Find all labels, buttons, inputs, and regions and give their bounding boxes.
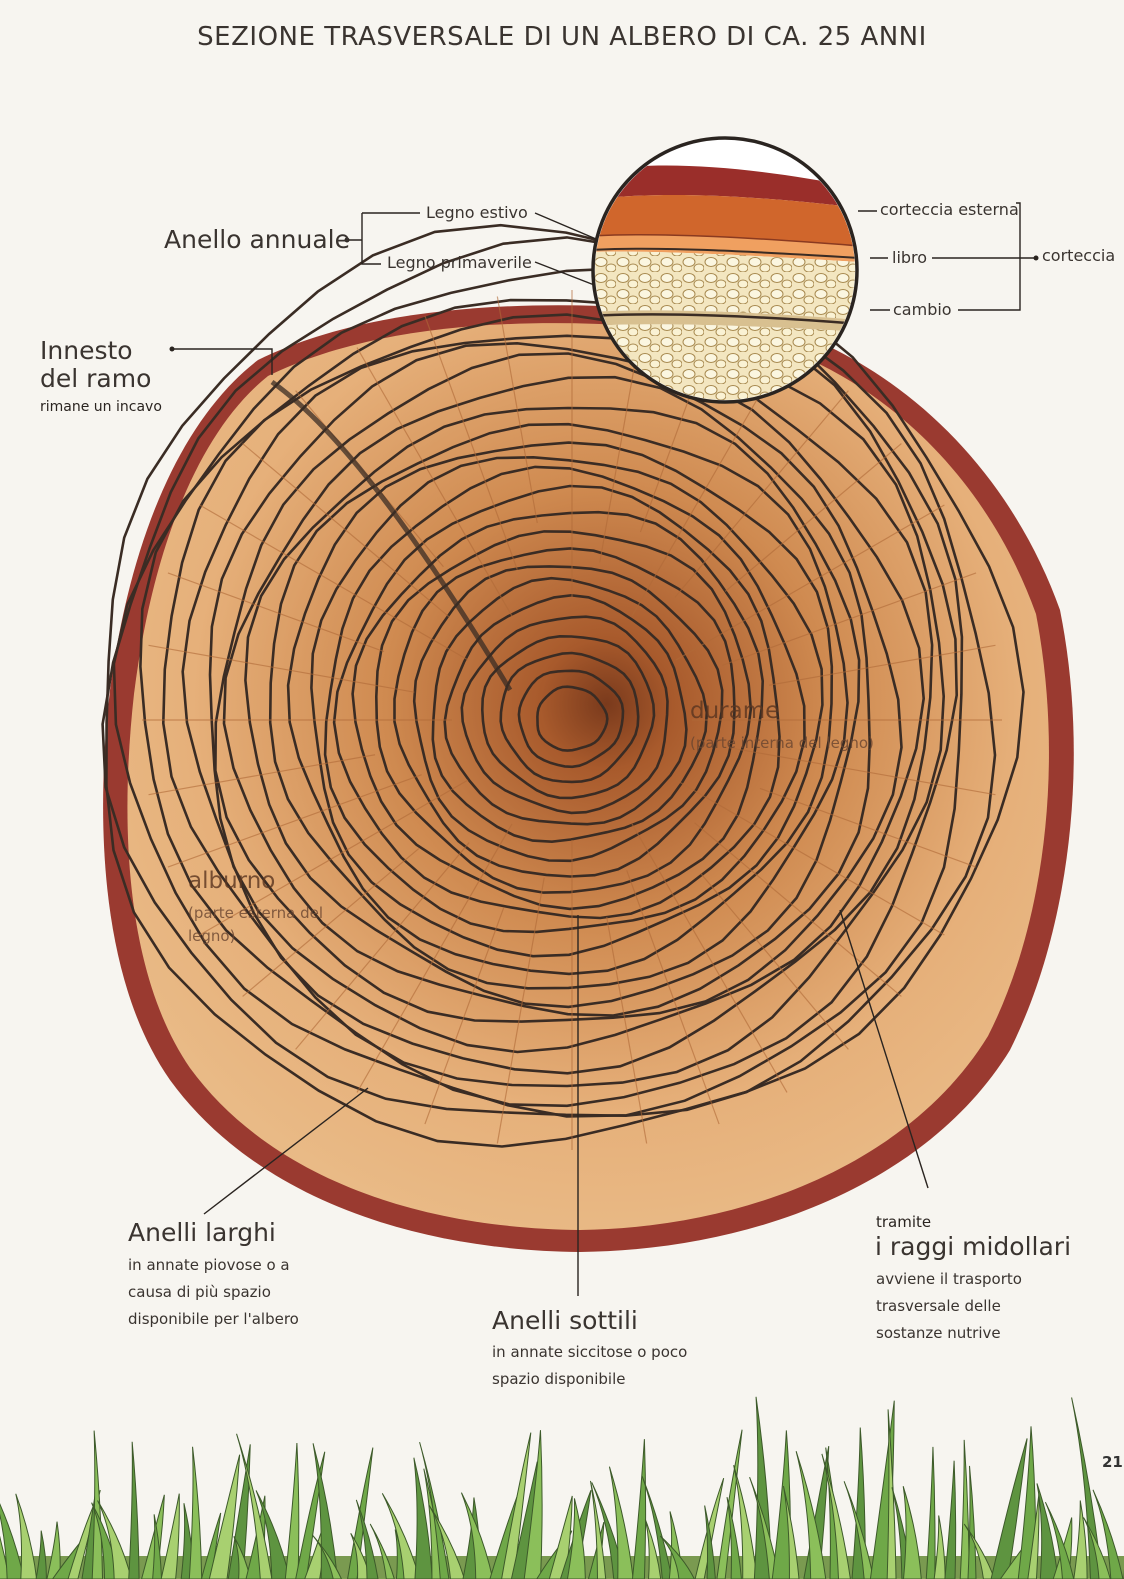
raggi-line-1: avviene il trasporto xyxy=(876,1266,1022,1293)
alburno-sublabel-2: legno) xyxy=(188,925,235,947)
raggi-line-2: trasversale delle xyxy=(876,1293,1001,1320)
legno-estivo-label: Legno estivo xyxy=(426,203,528,222)
diagram-title: SEZIONE TRASVERSALE DI UN ALBERO DI CA. … xyxy=(0,22,1124,52)
grass-blade xyxy=(926,1447,935,1579)
grass-blade xyxy=(36,1531,46,1579)
grass-blade xyxy=(632,1439,645,1579)
durame-sublabel: (parte interna del legno) xyxy=(690,732,874,754)
alburno-label: alburno xyxy=(188,868,275,894)
grass-strip xyxy=(0,1397,1124,1579)
grass-blade xyxy=(129,1442,139,1579)
raggi-title: i raggi midollari xyxy=(875,1232,1071,1261)
anelli-sottili-title: Anelli sottili xyxy=(492,1306,638,1335)
anelli-sottili-line-1: in annate siccitose o poco xyxy=(492,1339,687,1366)
anelli-larghi-line-1: in annate piovose o a xyxy=(128,1252,290,1279)
grass-blade xyxy=(945,1461,956,1579)
page-number: 21 xyxy=(1102,1453,1123,1471)
grass-blade xyxy=(960,1440,969,1579)
corteccia-esterna-label: corteccia esterna xyxy=(880,200,1019,219)
innesto-label-line2: del ramo xyxy=(40,364,151,393)
grass-blade xyxy=(1074,1500,1087,1579)
alburno-sublabel-1: (parte esterna del xyxy=(188,902,323,924)
grass-blade xyxy=(968,1466,976,1579)
cambio-label: cambio xyxy=(893,300,952,319)
grass-blade xyxy=(903,1486,921,1579)
anelli-larghi-line-3: disponibile per l'albero xyxy=(128,1306,299,1333)
legno-primaverile-label: Legno primaverile xyxy=(387,253,532,272)
durame-label: durame xyxy=(690,698,779,724)
raggi-pre-label: tramite xyxy=(876,1213,931,1231)
anelli-larghi-line-2: causa di più spazio xyxy=(128,1279,271,1306)
grass-blade xyxy=(285,1443,299,1579)
grass-blade xyxy=(414,1458,432,1579)
corteccia-label: corteccia xyxy=(1042,246,1115,265)
grass-blade xyxy=(189,1447,201,1579)
anello-annuale-label: Anello annuale xyxy=(164,225,350,254)
grass-blade xyxy=(934,1516,945,1579)
anelli-larghi-title: Anelli larghi xyxy=(128,1218,276,1247)
innesto-label-line1: Innesto xyxy=(40,336,133,365)
libro-label: libro xyxy=(892,248,927,267)
anelli-sottili-line-2: spazio disponibile xyxy=(492,1366,625,1393)
raggi-line-3: sostanze nutrive xyxy=(876,1320,1001,1347)
innesto-sublabel: rimane un incavo xyxy=(40,399,162,415)
